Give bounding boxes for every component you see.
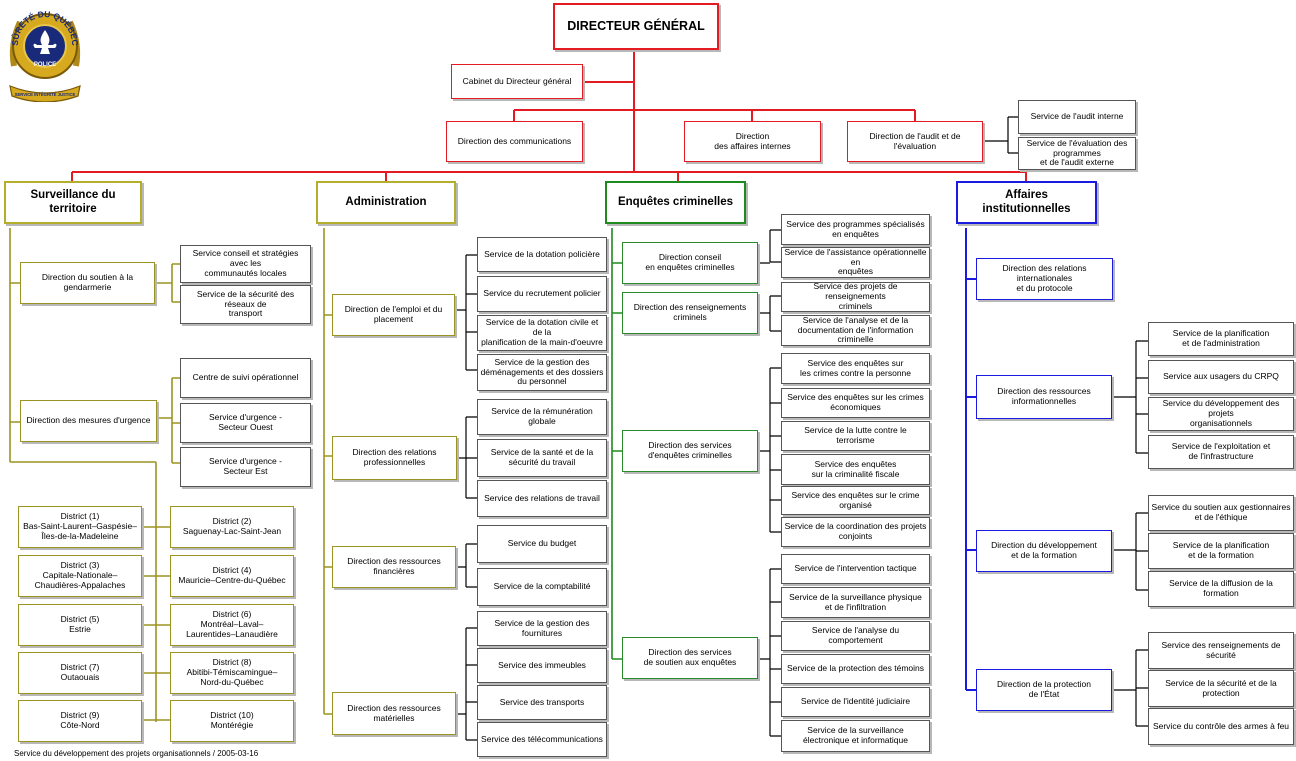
- service-securite-protection: Service de la sécurité et de la protecti…: [1148, 670, 1294, 707]
- directeur-general: DIRECTEUR GÉNÉRAL: [553, 3, 719, 50]
- district-3: District (3) Capitale-Nationale– Chaudiè…: [18, 555, 142, 597]
- district-9: District (9) Côte-Nord: [18, 700, 142, 742]
- direction-relations-internationales: Direction des relations internationales …: [976, 258, 1113, 300]
- direction-mesures-urgence: Direction des mesures d'urgence: [20, 400, 157, 442]
- service-remuneration-globale: Service de la rémunération globale: [477, 399, 607, 435]
- branch-enquetes: Enquêtes criminelles: [605, 181, 746, 224]
- direction-services-enquetes: Direction des services d'enquêtes crimin…: [622, 430, 758, 472]
- service-surveillance-physique: Service de la surveillance physique et d…: [781, 587, 930, 618]
- service-transports: Service des transports: [477, 685, 607, 720]
- logo-ribbon-text: SERVICE INTÉGRITÉ JUSTICE: [15, 92, 76, 97]
- district-7: District (7) Outaouais: [18, 652, 142, 694]
- service-crimes-economiques: Service des enquêtes sur les crimes écon…: [781, 388, 930, 418]
- direction-soutien-gendarmerie: Direction du soutien à la gendarmerie: [20, 262, 155, 304]
- direction-protection-etat: Direction de la protection de l'État: [976, 669, 1112, 711]
- service-gestion-demenagements: Service de la gestion des déménagements …: [477, 354, 607, 391]
- service-planification-formation: Service de la planification et de la for…: [1148, 533, 1294, 569]
- direction-emploi-placement: Direction de l'emploi et du placement: [332, 294, 455, 336]
- branch-surveillance: Surveillance du territoire: [4, 181, 142, 224]
- direction-communications: Direction des communications: [446, 121, 583, 162]
- service-analyse-comportement: Service de l'analyse du comportement: [781, 621, 930, 651]
- service-crime-organise: Service des enquêtes sur le crime organi…: [781, 486, 930, 515]
- service-relations-travail: Service des relations de travail: [477, 480, 607, 517]
- service-sante-securite: Service de la santé et de la sécurité du…: [477, 439, 607, 477]
- service-securite-reseaux: Service de la sécurité des réseaux de tr…: [180, 285, 311, 324]
- service-programmes-specialises: Service des programmes spécialisés en en…: [781, 214, 930, 245]
- direction-conseil-enquetes: Direction conseil en enquêtes criminelle…: [622, 242, 758, 284]
- service-exploitation-infrastructure: Service de l'exploitation et de l'infras…: [1148, 435, 1294, 469]
- service-urgence-ouest: Service d'urgence - Secteur Ouest: [180, 403, 311, 443]
- district-4: District (4) Mauricie–Centre-du-Québec: [170, 555, 294, 597]
- service-conseil-strategies: Service conseil et stratégies avec les c…: [180, 245, 311, 283]
- service-audit-interne: Service de l'audit interne: [1018, 100, 1136, 134]
- service-identite-judiciaire: Service de l'identité judiciaire: [781, 687, 930, 717]
- service-surveillance-electronique: Service de la surveillance électronique …: [781, 720, 930, 752]
- service-usagers-crpq: Service aux usagers du CRPQ: [1148, 360, 1294, 394]
- direction-renseignements-criminels: Direction des renseignements criminels: [622, 292, 758, 334]
- service-controle-armes: Service du contrôle des armes à feu: [1148, 708, 1294, 745]
- branch-administration: Administration: [316, 181, 456, 224]
- direction-audit-evaluation: Direction de l'audit et de l'évaluation: [847, 121, 983, 162]
- direction-developpement-formation: Direction du développement et de la form…: [976, 530, 1112, 572]
- service-telecommunications: Service des télécommunications: [477, 722, 607, 757]
- direction-soutien-enquetes: Direction des services de soutien aux en…: [622, 637, 758, 679]
- service-developpement-projets: Service du développement des projets org…: [1148, 397, 1294, 431]
- service-comptabilite: Service de la comptabilité: [477, 568, 607, 606]
- direction-affaires-internes: Direction des affaires internes: [684, 121, 821, 162]
- direction-ressources-informationnelles: Direction des ressources informationnell…: [976, 375, 1112, 419]
- district-2: District (2) Saguenay-Lac-Saint-Jean: [170, 506, 294, 548]
- service-recrutement-policier: Service du recrutement policier: [477, 276, 607, 312]
- district-8: District (8) Abitibi-Témiscamingue– Nord…: [170, 652, 294, 694]
- direction-ressources-financieres: Direction des ressources financières: [332, 546, 456, 588]
- service-lutte-terrorisme: Service de la lutte contre le terrorisme: [781, 421, 930, 451]
- district-5: District (5) Estrie: [18, 604, 142, 646]
- service-evaluation-programmes: Service de l'évaluation des programmes e…: [1018, 137, 1136, 170]
- service-coordination-projets: Service de la coordination des projets c…: [781, 517, 930, 547]
- logo-mid-text: POLICE: [34, 62, 56, 68]
- service-protection-temoins: Service de la protection des témoins: [781, 654, 930, 684]
- centre-suivi-operationnel: Centre de suivi opérationnel: [180, 358, 311, 398]
- direction-ressources-materielles: Direction des ressources matérielles: [332, 692, 456, 735]
- branch-affaires: Affaires institutionnelles: [956, 181, 1097, 224]
- direction-relations-professionnelles: Direction des relations professionnelles: [332, 436, 457, 480]
- district-1: District (1) Bas-Saint-Laurent–Gaspésie–…: [18, 506, 142, 548]
- service-assistance-operationnelle: Service de l'assistance opérationnelle e…: [781, 247, 930, 278]
- service-projets-renseignements: Service des projets de renseignements cr…: [781, 281, 930, 312]
- district-10: District (10) Montérégie: [170, 700, 294, 742]
- service-dotation-civile: Service de la dotation civile et de la p…: [477, 315, 607, 351]
- service-analyse-documentation: Service de l'analyse et de la documentat…: [781, 315, 930, 346]
- service-criminalite-fiscale: Service des enquêtes sur la criminalité …: [781, 454, 930, 485]
- service-gestion-fournitures: Service de la gestion des fournitures: [477, 611, 607, 646]
- district-6: District (6) Montréal–Laval– Laurentides…: [170, 604, 294, 646]
- service-diffusion-formation: Service de la diffusion de la formation: [1148, 571, 1294, 607]
- service-planification-administration: Service de la planification et de l'admi…: [1148, 322, 1294, 356]
- service-soutien-gestionnaires: Service du soutien aux gestionnaires et …: [1148, 495, 1294, 531]
- service-urgence-est: Service d'urgence - Secteur Est: [180, 447, 311, 487]
- surete-quebec-logo: SÛRETÉ DU QUÉBEC POLICE SERVICE INTÉGRIT…: [6, 4, 84, 103]
- service-renseignements-securite: Service des renseignements de sécurité: [1148, 632, 1294, 669]
- service-immeubles: Service des immeubles: [477, 648, 607, 683]
- service-crimes-personne: Service des enquêtes sur les crimes cont…: [781, 353, 930, 384]
- footer-credit: Service du développement des projets org…: [14, 749, 259, 758]
- service-intervention-tactique: Service de l'intervention tactique: [781, 554, 930, 584]
- service-dotation-policiere: Service de la dotation policière: [477, 237, 607, 272]
- service-budget: Service du budget: [477, 525, 607, 563]
- cabinet-directeur: Cabinet du Directeur général: [451, 64, 583, 99]
